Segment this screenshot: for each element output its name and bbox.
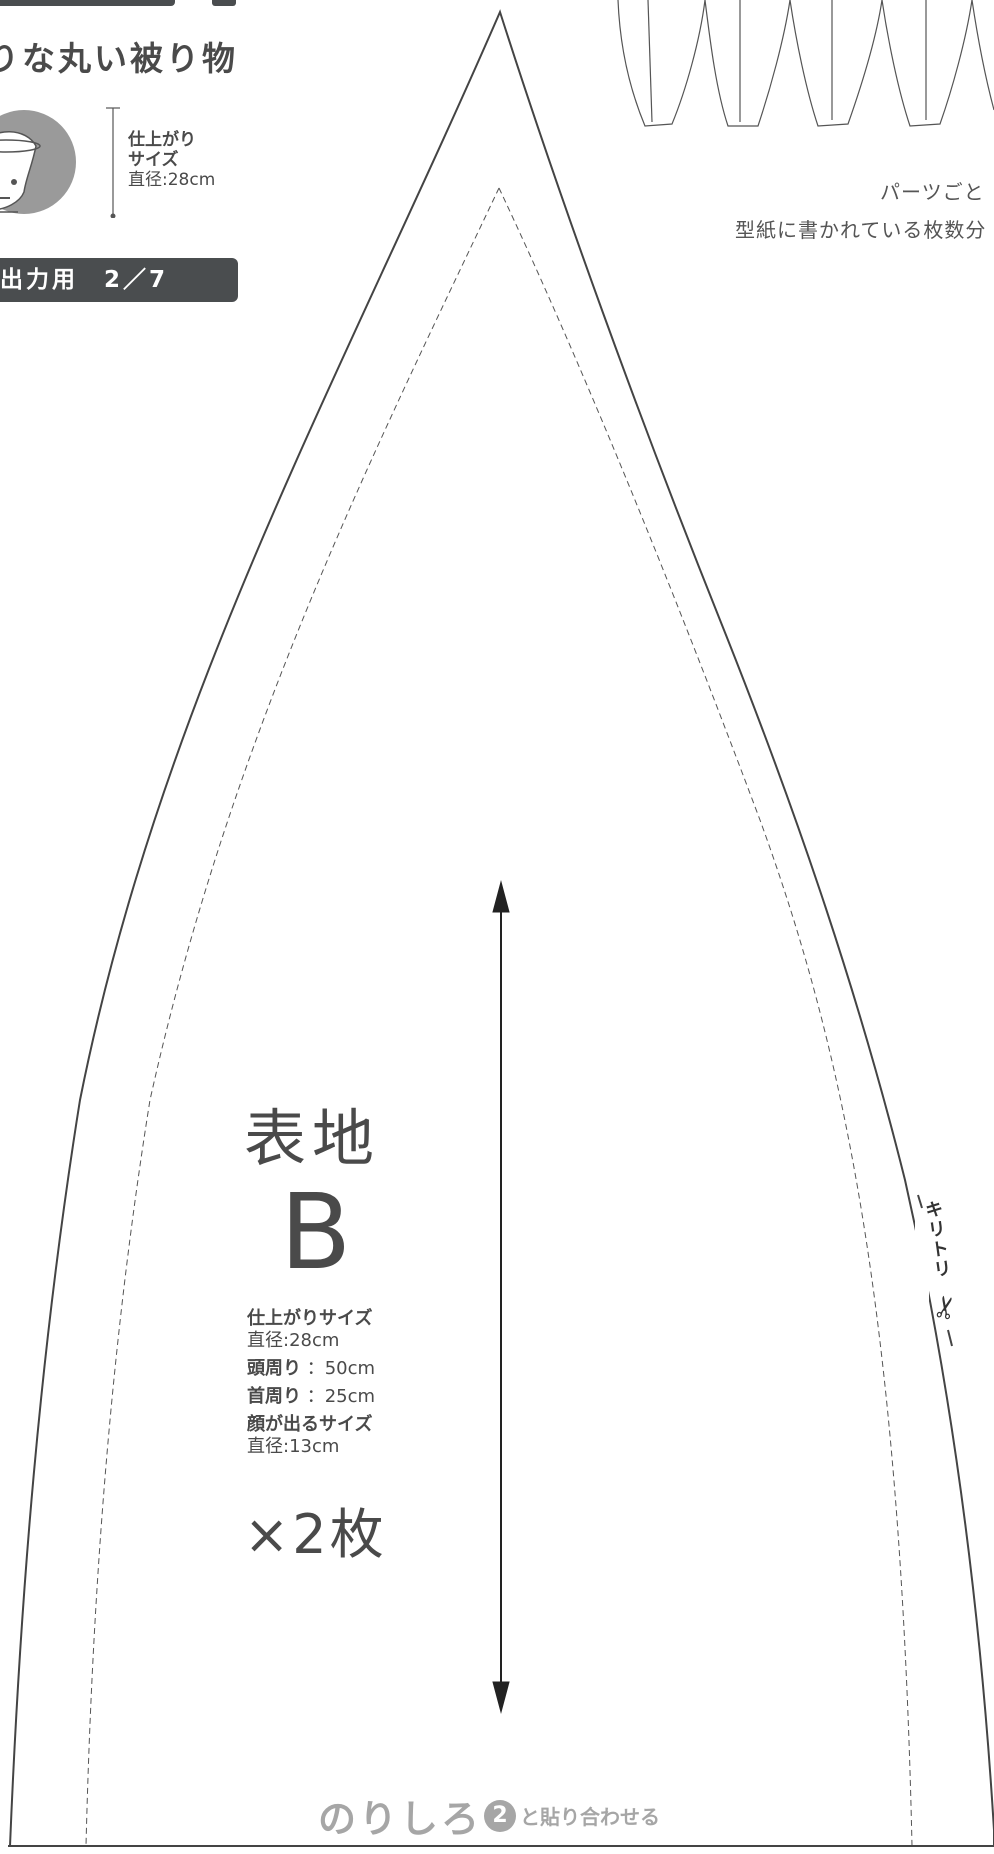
spec-value: 直径:28cm <box>247 1330 340 1351</box>
inner-sewing-line-right <box>498 187 913 1847</box>
spec-neck-circumference: 首周り ：25cm <box>247 1386 375 1408</box>
piece-name: 表地 <box>244 1102 381 1175</box>
glue-label: のりしろ <box>318 1797 483 1841</box>
header-bar <box>0 0 175 6</box>
size-bracket <box>106 107 120 218</box>
piece-count: ×2枚 <box>244 1503 387 1566</box>
size-label-2: サイズ <box>128 150 179 170</box>
instruction-line-1: パーツごと <box>880 180 985 204</box>
spec-label: 頭周り <box>247 1358 301 1379</box>
spec-label: 顔が出るサイズ <box>247 1414 373 1435</box>
spec-head-circumference: 頭周り ：50cm <box>247 1358 375 1380</box>
spec-value: ：25cm <box>306 1386 376 1407</box>
spec-value: ：50cm <box>306 1358 376 1379</box>
mini-petals <box>617 0 994 127</box>
size-value: 直径:28cm <box>128 170 216 190</box>
spec-finished-size: 仕上がりサイズ 直径:28cm <box>247 1308 375 1352</box>
outer-cut-line <box>8 9 994 1847</box>
spec-label: 仕上がりサイズ <box>247 1308 373 1329</box>
finished-size-box: 仕上がり サイズ 直径:28cm <box>128 130 215 190</box>
inner-sewing-line <box>85 187 500 1847</box>
spec-face-opening: 顔が出るサイズ 直径:13cm <box>247 1414 375 1458</box>
header-bar-small <box>212 0 236 6</box>
size-label: 仕上がり <box>128 130 196 150</box>
piece-specs: 仕上がりサイズ 直径:28cm 頭周り ：50cm 首周り ：25cm 顔が出る… <box>247 1308 375 1458</box>
instruction-line-2: 型紙に書かれている枚数分 <box>735 218 987 242</box>
output-page-badge: 出力用 2／7 <box>0 258 238 302</box>
glue-text: と貼り合わせる <box>520 1805 661 1829</box>
face-icon <box>0 110 76 214</box>
cut-gap <box>915 1195 929 1345</box>
page-title: りな丸い被り物 <box>0 39 238 78</box>
spec-value: 直径:13cm <box>247 1436 340 1457</box>
double-arrow-icon <box>492 880 510 1714</box>
glue-number-badge: 2 <box>484 1799 517 1832</box>
piece-letter: B <box>280 1171 352 1293</box>
spec-label: 首周り <box>247 1386 301 1407</box>
